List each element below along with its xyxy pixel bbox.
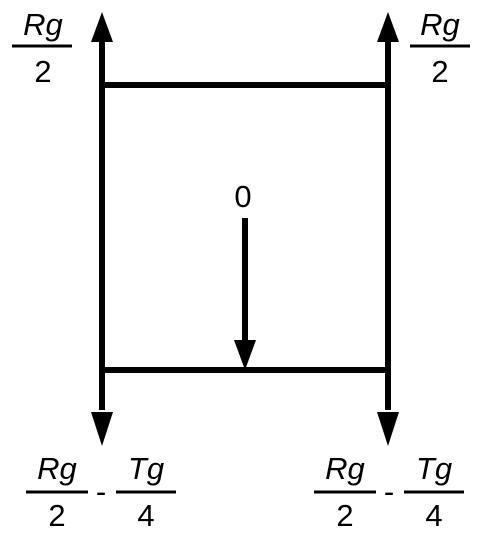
- bottom-left-term2-numerator: Tg: [128, 451, 164, 486]
- bottom-left-term1-numerator: Rg: [37, 451, 77, 486]
- bottom-left-minus: -: [96, 474, 106, 509]
- label-bottom-left: Rg 2 - Tg 4: [26, 451, 176, 533]
- top-right-denominator: 2: [431, 54, 448, 89]
- bottom-right-term2-denominator: 4: [425, 498, 442, 533]
- left-down-arrowhead: [91, 412, 113, 446]
- bottom-right-term2-numerator: Tg: [416, 451, 452, 486]
- label-top-left: Rg 2: [12, 7, 72, 89]
- bottom-right-term1-numerator: Rg: [325, 451, 365, 486]
- right-down-arrowhead: [377, 412, 399, 446]
- label-bottom-right: Rg - 2 Tg 4: [314, 451, 464, 533]
- center-value-label: 0: [234, 179, 251, 214]
- top-left-numerator: Rg: [23, 7, 63, 42]
- center-down-arrowhead: [234, 340, 256, 370]
- left-up-arrowhead: [91, 12, 113, 42]
- label-top-right: Rg 2: [410, 7, 470, 89]
- bottom-left-term1-denominator: 2: [48, 498, 65, 533]
- bottom-right-term1-denominator: 2: [336, 498, 353, 533]
- top-right-numerator: Rg: [420, 7, 460, 42]
- bottom-left-term2-denominator: 4: [137, 498, 154, 533]
- right-up-arrowhead: [377, 12, 399, 42]
- bottom-right-minus: -: [384, 474, 394, 509]
- top-left-denominator: 2: [34, 54, 51, 89]
